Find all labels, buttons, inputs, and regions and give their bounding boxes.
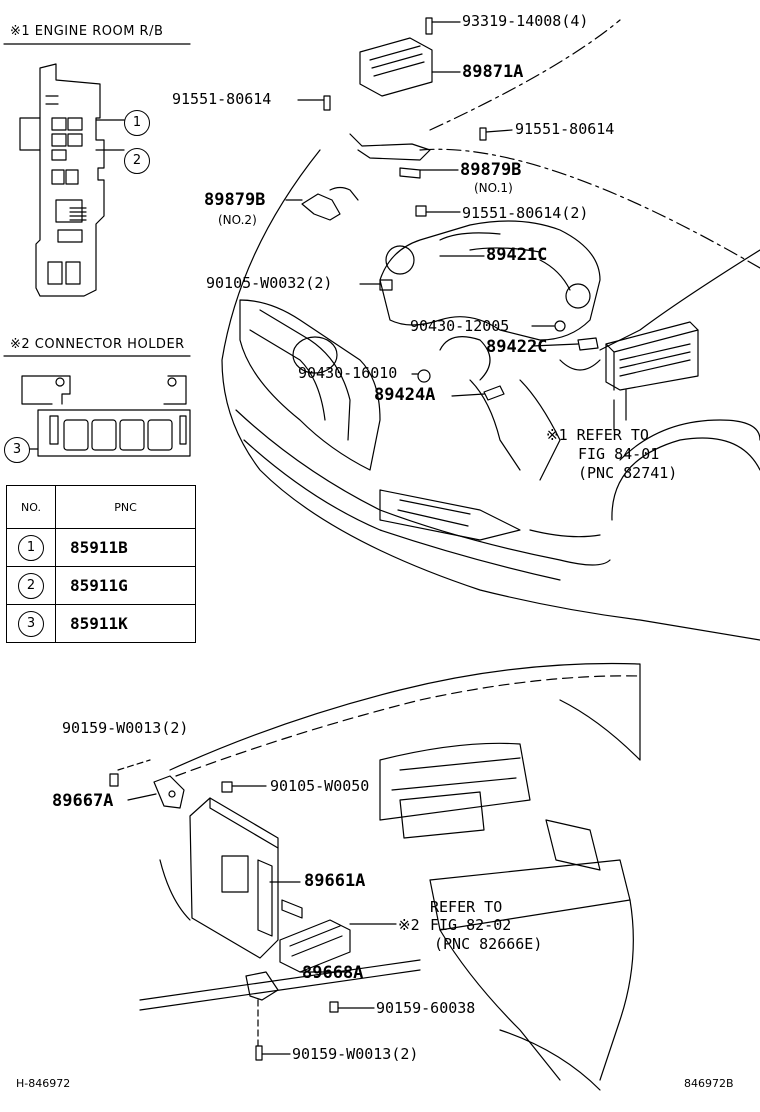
part-90430-12005: 90430-12005: [410, 317, 510, 335]
connector-holder-title: ※2 CONNECTOR HOLDER: [10, 337, 185, 352]
callout-1: 1: [124, 110, 150, 136]
part-90430-16010: 90430-16010: [298, 364, 398, 382]
footer-left-code: H-846972: [16, 1077, 71, 1090]
table-row: 2 85911G: [6, 566, 196, 605]
col-header-no: NO.: [6, 485, 56, 529]
engine-room-relay-block: [3, 43, 191, 297]
row-no: 1: [18, 534, 44, 561]
part-89667A: 89667A: [52, 791, 114, 811]
part-89421C: 89421C: [486, 245, 548, 265]
table-row: 3 85911K: [6, 604, 196, 643]
engine-room-rb-title: ※1 ENGINE ROOM R/B: [10, 24, 164, 39]
part-89879B-no2: 89879B: [204, 190, 266, 210]
part-93319-14008: 93319-14008(4): [462, 12, 589, 30]
footer-right-code: 846972B: [684, 1077, 734, 1090]
part-90105-W0050: 90105-W0050: [270, 777, 370, 795]
part-90159-W0013-b: 90159-W0013(2): [292, 1045, 419, 1063]
row-pnc: 85911G: [55, 566, 196, 605]
connector-holder-inset: [3, 355, 191, 457]
part-91551-80614-c: 91551-80614(2): [462, 204, 589, 222]
engine-bay-illustration: [221, 17, 760, 641]
pnc-table-header: NO. PNC: [6, 485, 196, 529]
part-90159-W0013-a: 90159-W0013(2): [62, 719, 189, 737]
row-no: 3: [18, 610, 44, 637]
refer-fig-82-02-line2: FIG 82-02: [430, 916, 512, 934]
part-89661A: 89661A: [304, 871, 366, 891]
table-row: 1 85911B: [6, 528, 196, 567]
refer-fig-84-01-line2: FIG 84-01: [578, 445, 660, 463]
row-no: 2: [18, 572, 44, 599]
callout-3: 3: [4, 437, 30, 463]
part-89668A: 89668A: [302, 963, 364, 983]
part-91551-80614-a: 91551-80614: [172, 90, 272, 108]
refer-fig-82-02-line3: (PNC 82666E): [434, 935, 543, 953]
dashboard-illustration: [109, 662, 641, 1091]
part-89879B-no1: 89879B: [460, 160, 522, 180]
part-89879B-no1-note: (NO.1): [474, 181, 513, 195]
col-header-pnc: PNC: [55, 485, 196, 529]
part-91551-80614-b: 91551-80614: [515, 120, 615, 138]
row-pnc: 85911B: [55, 528, 196, 567]
refer-fig-84-01-line1: ※1 REFER TO: [546, 426, 649, 444]
part-89879B-no2-note: (NO.2): [218, 213, 257, 227]
row-pnc: 85911K: [55, 604, 196, 643]
callout-2: 2: [124, 148, 150, 174]
part-90159-60038: 90159-60038: [376, 999, 476, 1017]
refer-fig-82-02-line1: REFER TO: [430, 898, 503, 916]
refer-fig-84-01-line3: (PNC 82741): [578, 464, 678, 482]
part-90105-W0032: 90105-W0032(2): [206, 274, 333, 292]
refer-fig-82-02-mark: ※2: [398, 916, 420, 934]
part-89422C: 89422C: [486, 337, 548, 357]
part-89424A: 89424A: [374, 385, 436, 405]
pnc-table: NO. PNC 1 85911B 2 85911G 3 85911K: [6, 485, 196, 643]
part-89871A: 89871A: [462, 62, 524, 82]
